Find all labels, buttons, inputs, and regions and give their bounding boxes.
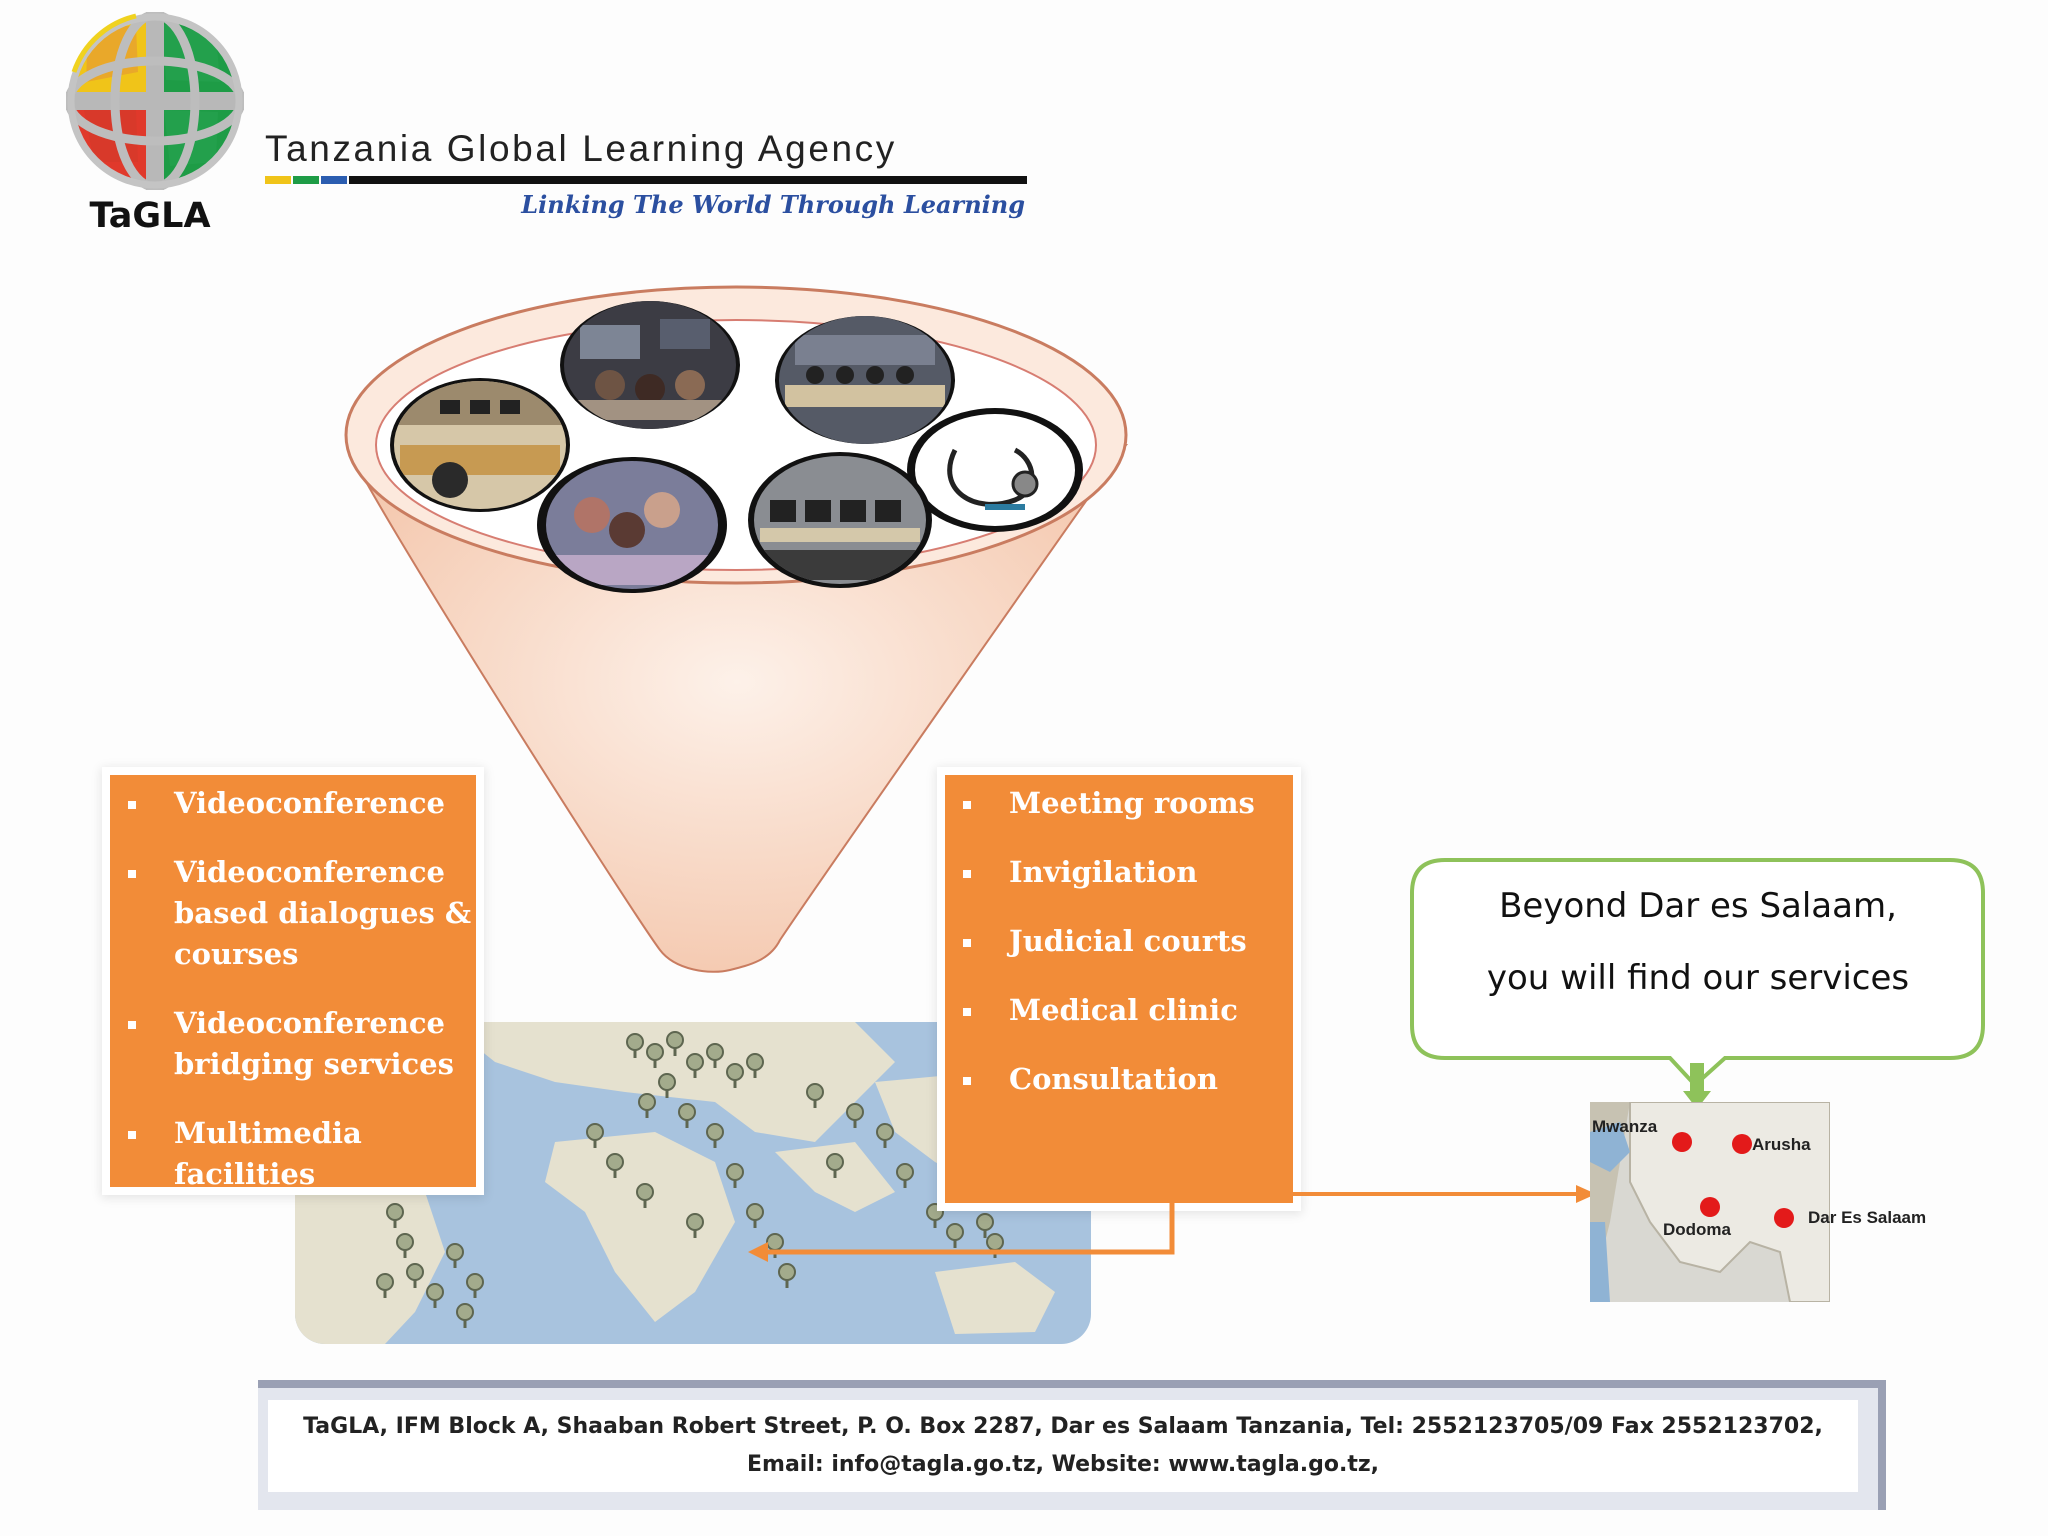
photo-conference-hall	[775, 316, 955, 444]
callout-bubble	[1410, 858, 1985, 1109]
services-list-left: Videoconference Videoconference based di…	[110, 775, 476, 1191]
service-item: Meeting rooms	[945, 783, 1293, 824]
callout-line-2: you will find our services	[1486, 958, 1910, 998]
tagline: Linking The World Through Learning	[521, 190, 1025, 219]
bullet-icon	[963, 1008, 971, 1016]
logo-text: TaGLA	[89, 196, 211, 236]
agency-name: Tanzania Global Learning Agency	[265, 128, 897, 169]
service-item: Judicial courts	[945, 921, 1293, 962]
photo-computer-lab	[748, 452, 932, 588]
footer-panel	[268, 1400, 1858, 1492]
service-item: Videoconference	[110, 783, 476, 824]
bullet-icon	[128, 870, 136, 878]
bullet-icon	[963, 801, 971, 809]
photo-meeting-room-1	[390, 378, 570, 512]
bullet-icon	[963, 870, 971, 878]
tagla-globe-logo	[66, 12, 244, 190]
bullet-icon	[963, 1077, 971, 1085]
city-label-dar-es-salaam: Dar Es Salaam	[1808, 1208, 1927, 1227]
photo-classroom	[537, 457, 727, 593]
header-rule	[265, 176, 1027, 184]
city-label-dodoma: Dodoma	[1663, 1220, 1731, 1239]
connector-arrows	[748, 1185, 1596, 1262]
footer-contact: Email: info@tagla.go.tz, Website: www.ta…	[747, 1452, 1379, 1477]
services-funnel	[344, 285, 1128, 973]
service-item: Videoconference based dialogues & course…	[110, 852, 476, 975]
city-label-arusha: Arusha	[1752, 1135, 1811, 1154]
service-item: Videoconference bridging services	[110, 1003, 476, 1085]
photo-videoconference-1	[560, 301, 740, 429]
bullet-icon	[128, 1021, 136, 1029]
service-item: Medical clinic	[945, 990, 1293, 1031]
service-item: Multimedia facilities	[110, 1113, 476, 1195]
service-item: Consultation	[945, 1059, 1293, 1100]
tanzania-map-image	[1590, 1102, 1830, 1302]
service-item: Invigilation	[945, 852, 1293, 893]
callout-line-1: Beyond Dar es Salaam,	[1499, 886, 1897, 926]
services-list-right: Meeting rooms Invigilation Judicial cour…	[945, 775, 1293, 1203]
city-label-mwanza: Mwanza	[1592, 1117, 1658, 1136]
footer-address: TaGLA, IFM Block A, Shaaban Robert Stree…	[303, 1414, 1823, 1439]
bullet-icon	[128, 1131, 136, 1139]
photo-stethoscope	[907, 408, 1083, 532]
bullet-icon	[963, 939, 971, 947]
bullet-icon	[128, 801, 136, 809]
